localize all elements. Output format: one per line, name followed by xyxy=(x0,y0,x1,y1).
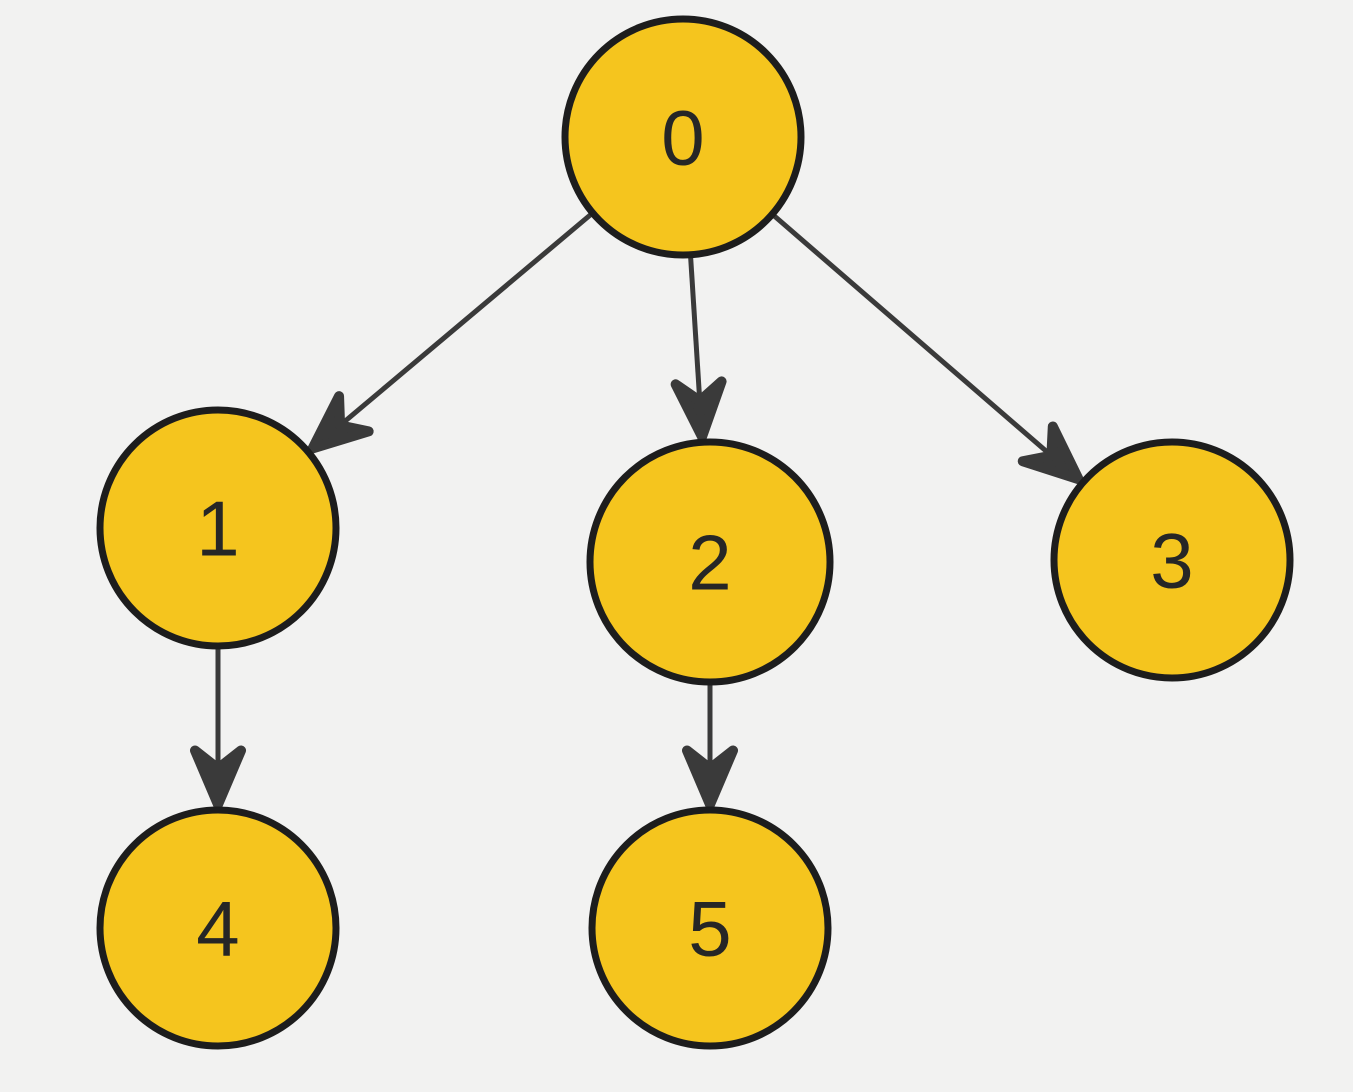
node-3-label: 3 xyxy=(1150,517,1193,605)
node-3: 3 xyxy=(1050,438,1294,682)
node-5-label: 5 xyxy=(688,885,731,973)
node-2-circle xyxy=(586,438,834,686)
node-0-label: 0 xyxy=(661,94,704,182)
edge-0-1 xyxy=(307,212,592,454)
node-1: 1 xyxy=(96,406,340,650)
node-1-circle xyxy=(96,406,340,650)
node-0-circle xyxy=(561,15,805,259)
node-4-label: 4 xyxy=(196,885,239,973)
node-2-label: 2 xyxy=(688,519,731,607)
node-2: 2 xyxy=(586,438,834,686)
node-0: 0 xyxy=(561,15,805,259)
node-3-circle xyxy=(1050,438,1294,682)
edge-0-3 xyxy=(772,214,1084,485)
node-5: 5 xyxy=(588,806,832,1050)
node-4: 4 xyxy=(96,806,340,1050)
node-1-label: 1 xyxy=(196,485,239,573)
edge-0-2 xyxy=(670,257,727,442)
node-5-circle xyxy=(588,806,832,1050)
node-4-circle xyxy=(96,806,340,1050)
